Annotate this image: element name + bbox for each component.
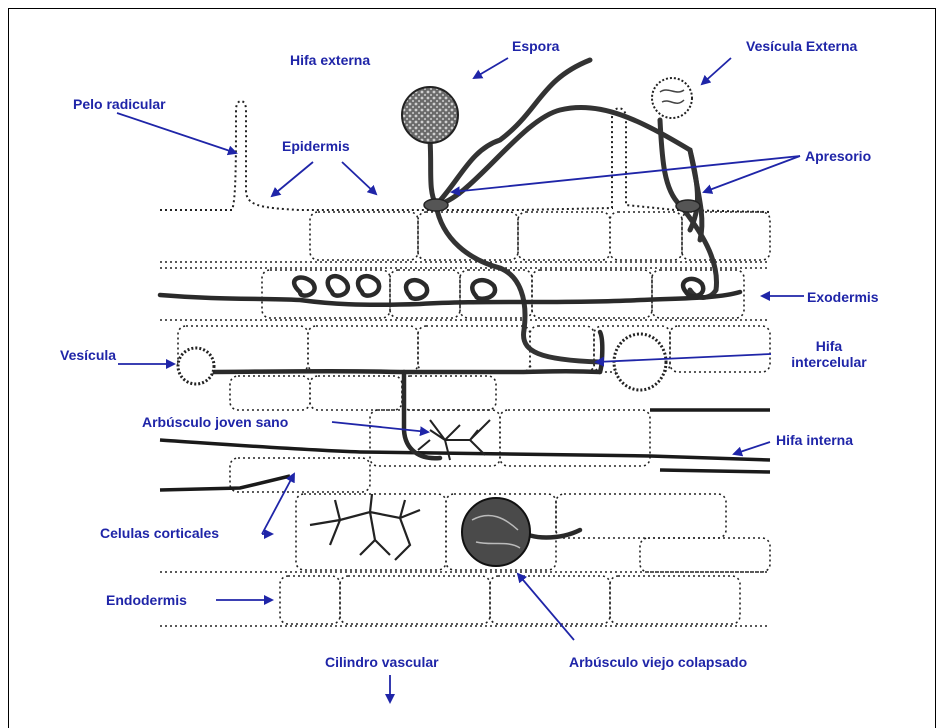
label-vesicula: Vesícula bbox=[60, 347, 116, 363]
label-epidermis: Epidermis bbox=[282, 138, 350, 154]
label-endodermis: Endodermis bbox=[106, 592, 187, 608]
label-apresorio: Apresorio bbox=[805, 148, 871, 164]
arrow-arbusculo-joven bbox=[332, 422, 428, 432]
label-arbusculo-joven: Arbúsculo joven sano bbox=[142, 414, 288, 430]
label-hifa-intercelular: Hifa intercelular bbox=[774, 338, 884, 370]
label-arrows bbox=[117, 58, 804, 702]
arrow-arbusculo-viejo bbox=[518, 574, 574, 640]
label-hifa-interna: Hifa interna bbox=[776, 432, 853, 448]
label-espora: Espora bbox=[512, 38, 559, 54]
arrow-hifa-interna bbox=[734, 442, 770, 454]
intraradical-hypha bbox=[160, 276, 740, 537]
arrow-vesicula-externa bbox=[702, 58, 731, 84]
label-exodermis: Exodermis bbox=[807, 289, 879, 305]
spore bbox=[402, 87, 458, 143]
label-hifa-externa: Hifa externa bbox=[290, 52, 370, 68]
label-hifa-intercelular-line1: Hifa bbox=[774, 338, 884, 354]
label-vesicula-externa: Vesícula Externa bbox=[746, 38, 857, 54]
arrow-pelo-radicular bbox=[117, 113, 236, 153]
arrow-espora bbox=[474, 58, 508, 78]
arrow-epidermis-1 bbox=[272, 162, 313, 196]
label-hifa-intercelular-line2: intercelular bbox=[774, 354, 884, 370]
label-pelo-radicular: Pelo radicular bbox=[73, 96, 166, 112]
exodermis-cells bbox=[160, 268, 770, 320]
label-arbusculo-viejo: Arbúsculo viejo colapsado bbox=[569, 654, 747, 670]
arrow-epidermis-2 bbox=[342, 162, 376, 194]
external-vesicle bbox=[652, 78, 692, 118]
collapsed-arbuscule bbox=[462, 498, 530, 566]
label-cilindro-vascular: Cilindro vascular bbox=[325, 654, 439, 670]
mature-arbuscule bbox=[310, 494, 420, 560]
label-celulas-corticales: Celulas corticales bbox=[100, 525, 219, 541]
